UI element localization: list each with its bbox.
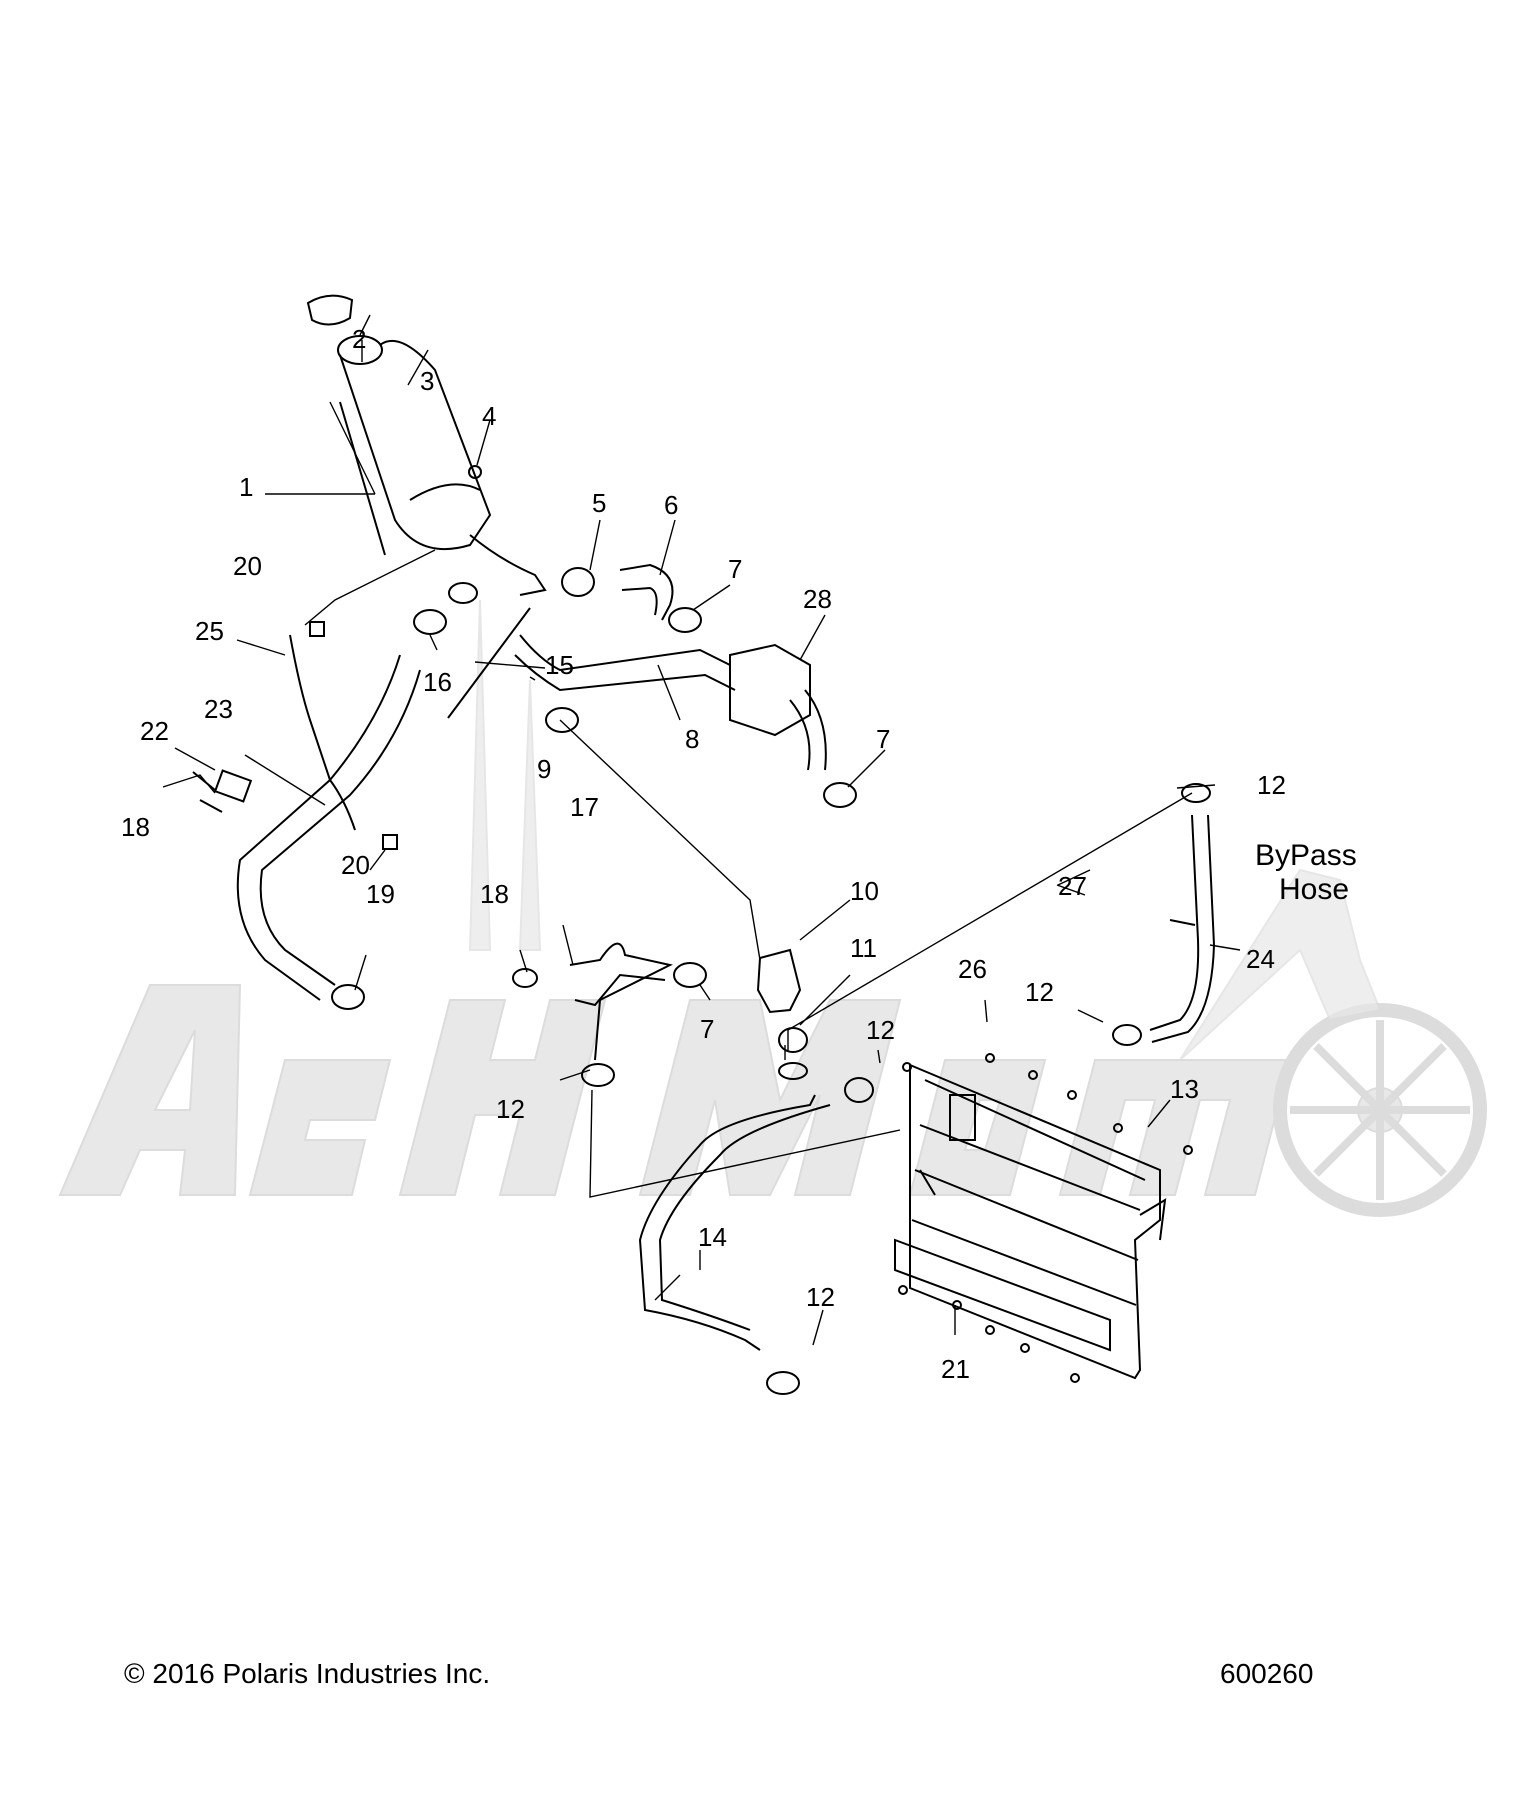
callout-16: 16: [423, 667, 452, 697]
callout-18b: 18: [480, 879, 509, 909]
hose-clamp: [844, 1077, 874, 1103]
hose-clamp: [668, 607, 702, 633]
hose-clamp: [1112, 1024, 1142, 1046]
hose-clamp: [823, 782, 857, 808]
hose: [289, 634, 356, 831]
callout-26: 26: [958, 954, 987, 984]
figure-number: 600260: [1220, 1658, 1314, 1689]
elbow-hose: [619, 563, 674, 621]
callout-7a: 7: [728, 554, 742, 584]
callout-12e: 12: [806, 1282, 835, 1312]
nut: [468, 465, 482, 479]
sleeve: [382, 834, 398, 850]
hose: [638, 1094, 816, 1351]
hose: [236, 654, 401, 1001]
callout-13: 13: [1170, 1074, 1199, 1104]
callout-19: 19: [366, 879, 395, 909]
callout-8: 8: [685, 724, 699, 754]
callout-21: 21: [941, 1354, 970, 1384]
callouts: 1 2 3 4 5 6 7 7 7 8 9 10 11 12 12 12 12 …: [121, 324, 1357, 1384]
pin: [199, 799, 223, 813]
callout-11: 11: [850, 933, 877, 963]
callout-17: 17: [570, 792, 599, 822]
callout-14: 14: [698, 1222, 727, 1252]
support-rod: [339, 401, 386, 556]
callout-12d: 12: [496, 1094, 525, 1124]
fitting: [213, 769, 253, 803]
hose-clamp: [1181, 783, 1211, 803]
hose-clamp: [581, 1063, 615, 1087]
bypass-hose: [1149, 814, 1200, 1031]
callout-20b: 20: [341, 850, 370, 880]
callout-12a: 12: [1257, 770, 1286, 800]
radiator-cap: [306, 294, 354, 326]
hose-clamp: [766, 1371, 800, 1395]
callout-1: 1: [239, 472, 253, 502]
callout-28: 28: [803, 584, 832, 614]
callout-22: 22: [140, 716, 169, 746]
watermark-logo: [58, 599, 1487, 1217]
callout-6: 6: [664, 490, 678, 520]
callout-7b: 7: [876, 724, 890, 754]
fastener: [1169, 919, 1196, 926]
callout-2: 2: [352, 324, 366, 354]
callout-12b: 12: [1025, 977, 1054, 1007]
callout-3: 3: [420, 366, 434, 396]
reservoir: [729, 643, 827, 771]
filler-neck: [337, 335, 547, 604]
hose-clamp: [545, 707, 579, 733]
hose-clamp: [512, 968, 538, 988]
callout-20a: 20: [233, 551, 262, 581]
seal: [778, 1062, 808, 1080]
callout-4: 4: [482, 401, 496, 431]
pin: [192, 771, 216, 791]
hose-clamp: [413, 609, 447, 635]
hose-clamp: [561, 567, 595, 597]
radiator: [894, 1063, 1167, 1380]
callout-10: 10: [850, 876, 879, 906]
thermostat-housing: [756, 948, 802, 1014]
thermostat: [778, 1027, 808, 1053]
callout-18a: 18: [121, 812, 150, 842]
sleeve: [309, 621, 325, 637]
hose-clamp: [331, 984, 365, 1010]
pipe: [569, 942, 673, 1061]
callout-9: 9: [537, 754, 551, 784]
hose-clamp: [673, 962, 707, 988]
callout-24: 24: [1246, 944, 1275, 974]
hose: [519, 634, 731, 672]
callout-27: 27: [1058, 871, 1087, 901]
bolts: [898, 1053, 1193, 1383]
callout-15: 15: [545, 650, 574, 680]
copyright-text: © 2016 Polaris Industries Inc.: [124, 1658, 491, 1689]
parts: [192, 294, 1216, 1395]
bypass-hose-note-line2: Hose: [1279, 873, 1349, 906]
callout-25: 25: [195, 616, 224, 646]
bypass-hose-note-line1: ByPass: [1255, 839, 1357, 872]
callout-12c: 12: [866, 1015, 895, 1045]
leader-lines: [162, 314, 1241, 1346]
callout-23: 23: [204, 694, 233, 724]
callout-7c: 7: [700, 1014, 714, 1044]
callout-5: 5: [592, 488, 606, 518]
